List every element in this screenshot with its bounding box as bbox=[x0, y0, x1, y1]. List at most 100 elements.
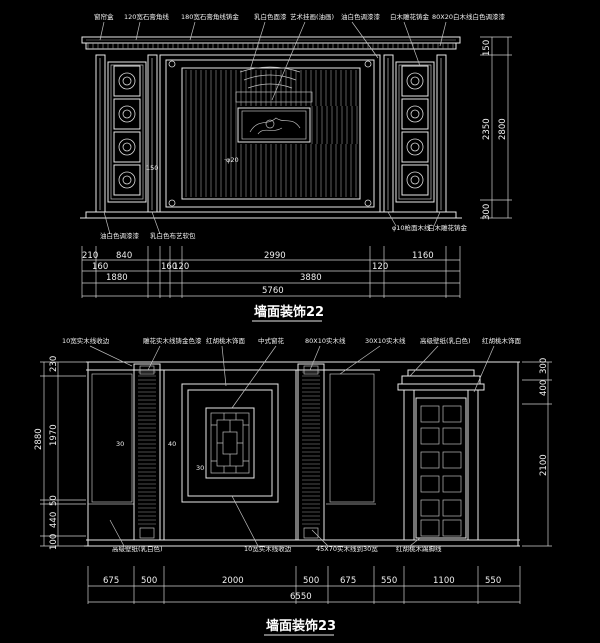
dim22-160b: 160 bbox=[92, 262, 108, 272]
door-panel bbox=[442, 451, 462, 469]
dim23-550b: 550 bbox=[485, 576, 501, 586]
note22-top-8: 80X20白木线白色调漆漆 bbox=[432, 12, 505, 21]
note23-bottom-4: 红胡桃木踢脚线 bbox=[396, 544, 442, 553]
note23-bottom-1: 高级壁纸(乳白色) bbox=[112, 544, 163, 553]
note22-top-6: 油白色调漆漆 bbox=[341, 12, 381, 21]
medallion-core bbox=[122, 142, 132, 152]
dim22-2990: 2990 bbox=[264, 251, 286, 261]
note23-top-2: 雕花实木线铸金色漆 bbox=[143, 336, 202, 345]
dim22-1160: 1160 bbox=[412, 251, 434, 261]
dim23-550: 550 bbox=[381, 576, 397, 586]
medallion-core bbox=[122, 175, 132, 185]
dim23-6550: 6550 bbox=[290, 592, 312, 602]
medallion-flower-icon bbox=[118, 105, 136, 123]
pilaster-base bbox=[303, 527, 319, 539]
note23-top-6: 30X10实木线 bbox=[365, 336, 406, 345]
note-leader bbox=[109, 519, 125, 547]
medallion-core bbox=[410, 142, 420, 152]
dim23-l230: 230 bbox=[49, 356, 59, 372]
note23-inner-1: 30 bbox=[116, 440, 124, 448]
elevation-22: 窗帘盒 120宽石膏角线 180宽石膏角线铸金 乳白色面漆 艺术挂画(油画) 油… bbox=[80, 12, 512, 322]
note-leader bbox=[351, 21, 379, 59]
note22-bullet: ·φ20 bbox=[224, 156, 239, 164]
dim22-210: 210 bbox=[82, 251, 98, 261]
medallion-flower-icon bbox=[118, 171, 136, 189]
note-leader bbox=[147, 345, 161, 371]
medallion-frame bbox=[401, 131, 429, 163]
door-panel bbox=[420, 499, 440, 517]
pilaster-base bbox=[139, 527, 155, 539]
medallion-flower-icon bbox=[406, 138, 424, 156]
dim23-l2880: 2880 bbox=[34, 428, 44, 450]
note22-top-3: 180宽石膏角线铸金 bbox=[181, 12, 239, 21]
note22-top-2: 120宽石膏角线 bbox=[124, 12, 169, 21]
dim23-r300: 300 bbox=[539, 358, 549, 374]
medallion-flower-icon bbox=[118, 138, 136, 156]
medallion-flower-icon bbox=[406, 171, 424, 189]
note-leader bbox=[221, 345, 227, 387]
note-leader bbox=[89, 345, 133, 367]
door-panel bbox=[420, 475, 440, 493]
dim22-120b: 120 bbox=[372, 262, 388, 272]
door-panel bbox=[442, 499, 462, 517]
note-leader bbox=[231, 345, 277, 409]
note23-inner-2: 40 bbox=[168, 440, 176, 448]
medallion-flower-icon bbox=[406, 72, 424, 90]
medallion-flower-icon bbox=[118, 72, 136, 90]
note23-bottom-3: 45X70实木线到30宽 bbox=[316, 544, 378, 553]
dim23-l50: 50 bbox=[49, 495, 59, 506]
door-panel bbox=[442, 519, 462, 537]
note22-top-4: 乳白色面漆 bbox=[254, 12, 287, 21]
dim22-r2350: 2350 bbox=[482, 118, 492, 140]
medallion-frame bbox=[113, 164, 141, 196]
dim23-1100: 1100 bbox=[433, 576, 455, 586]
note22-bottom-1: 油白色调漆漆 bbox=[100, 231, 140, 240]
note-leader bbox=[271, 21, 306, 101]
dim23-2000: 2000 bbox=[222, 576, 244, 586]
medallion-frame bbox=[401, 65, 429, 97]
note-leader bbox=[231, 495, 259, 547]
dim22-160: 160 bbox=[161, 262, 177, 272]
pilaster-capital bbox=[303, 365, 319, 375]
pilaster-capital bbox=[139, 365, 155, 375]
medallion-core bbox=[122, 109, 132, 119]
medallion-frame bbox=[113, 131, 141, 163]
door-panel bbox=[442, 405, 462, 423]
note23-top-3: 红胡桃木饰面 bbox=[206, 336, 246, 345]
note-leader bbox=[103, 211, 111, 235]
medallion-frame bbox=[401, 164, 429, 196]
note-leader bbox=[433, 211, 441, 227]
dim23-500: 500 bbox=[141, 576, 157, 586]
drawing23-title: 墙面装饰23 bbox=[266, 618, 336, 634]
dim22-3880: 3880 bbox=[300, 273, 322, 283]
elevation-23: 10宽实木线收边 雕花实木线铸金色漆 红胡桃木饰面 中式窗花 80X10实木线 … bbox=[34, 336, 552, 636]
dim23-675: 675 bbox=[103, 576, 119, 586]
note-leader bbox=[339, 345, 381, 375]
door-panel bbox=[420, 519, 440, 537]
door-panel bbox=[442, 427, 462, 445]
note-leader bbox=[439, 21, 447, 47]
note-leader bbox=[189, 21, 196, 41]
door-panel bbox=[420, 405, 440, 423]
door-panel bbox=[420, 427, 440, 445]
drawing22-title: 墙面装饰22 bbox=[254, 304, 324, 320]
medallion-frame bbox=[401, 98, 429, 130]
dim22-r2800: 2800 bbox=[498, 118, 508, 140]
note-leader bbox=[309, 345, 321, 371]
door-panel bbox=[420, 451, 440, 469]
medallion-frame bbox=[113, 65, 141, 97]
dim23-r400: 400 bbox=[539, 380, 549, 396]
note22-top-7: 白木雕花铸金 bbox=[390, 12, 430, 21]
note-leader bbox=[387, 211, 397, 227]
note-leader bbox=[409, 345, 439, 377]
dim22-840: 840 bbox=[116, 251, 132, 261]
dim22-r150: 150 bbox=[482, 40, 492, 56]
dim23-500b: 500 bbox=[303, 576, 319, 586]
medallion-core bbox=[410, 109, 420, 119]
medallion-core bbox=[410, 175, 420, 185]
note23-top-8: 红胡桃木饰面 bbox=[482, 336, 522, 345]
dim22-1880: 1880 bbox=[106, 273, 128, 283]
note-leader bbox=[151, 211, 161, 235]
dim23-l100: 100 bbox=[49, 534, 59, 550]
